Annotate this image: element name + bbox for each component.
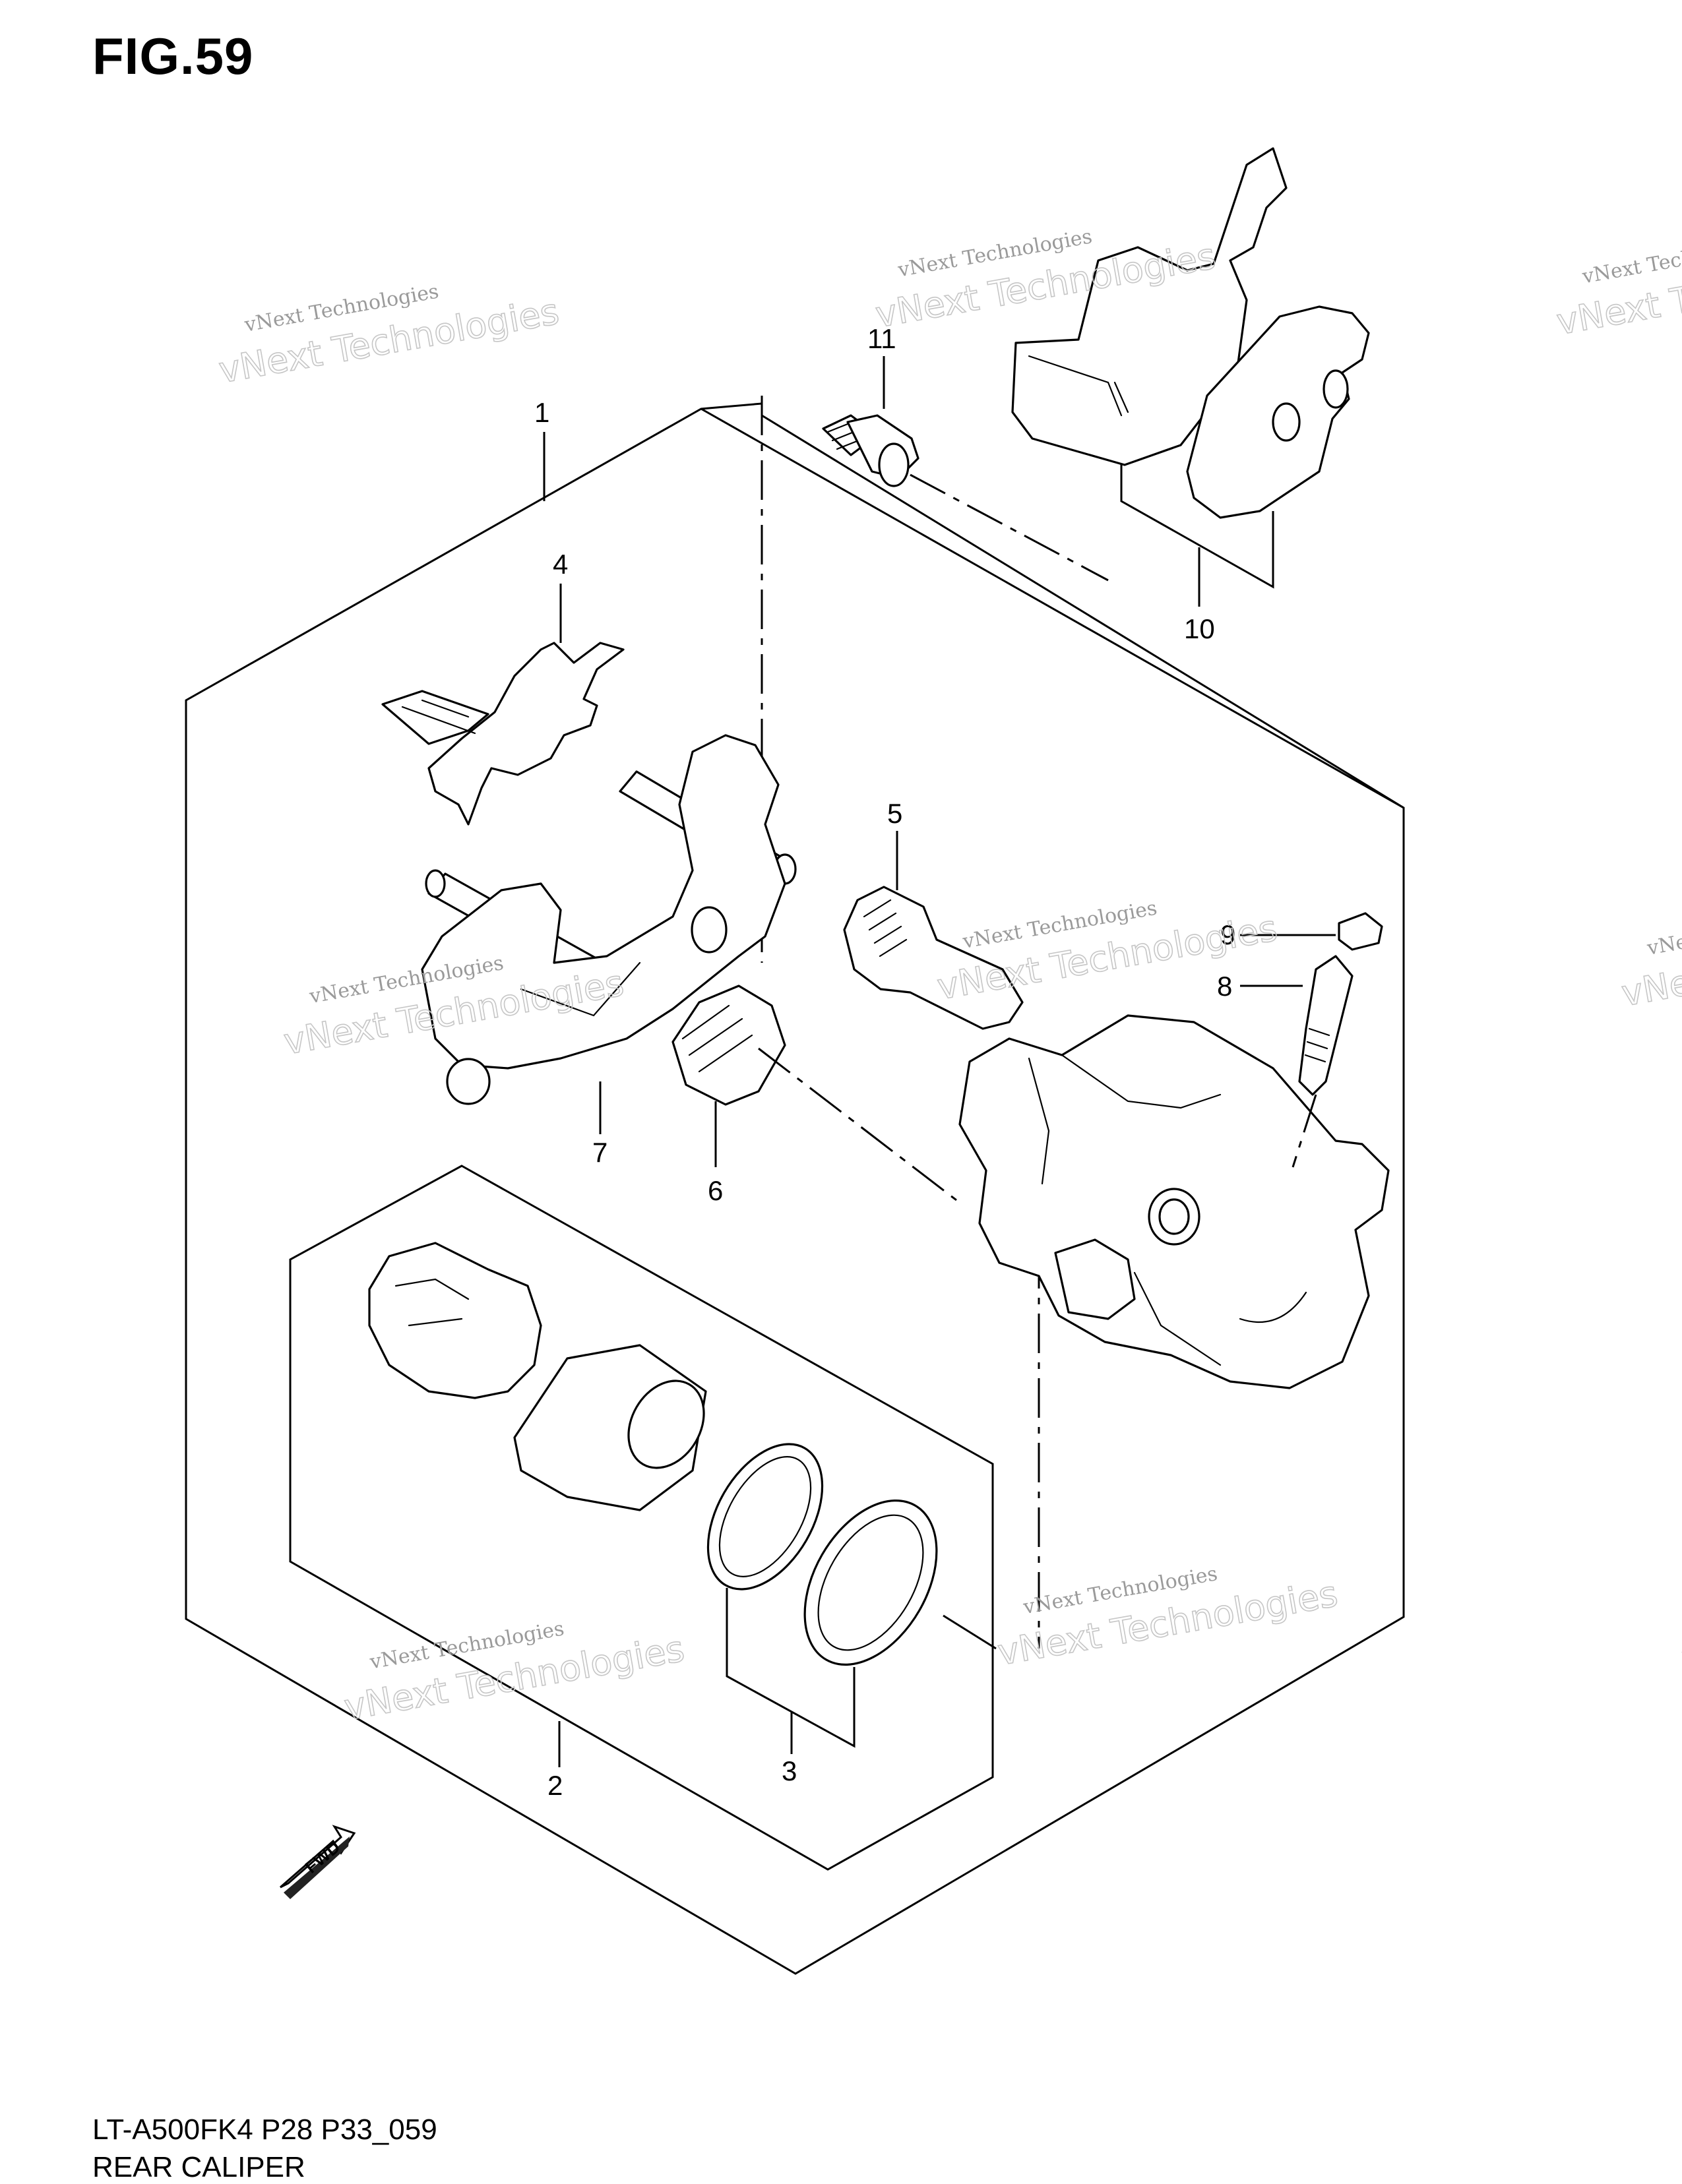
callout-10: 10	[1184, 613, 1215, 644]
callout-9: 9	[1220, 919, 1235, 950]
figure-title: FIG.59	[92, 27, 254, 85]
callout-8: 8	[1217, 971, 1232, 1002]
assembly-outline-2	[289, 1165, 994, 1871]
bleeder-valve-part-8	[1240, 955, 1354, 1096]
callout-2: 2	[547, 1770, 563, 1801]
callout-7: 7	[592, 1137, 607, 1168]
piston-seal	[706, 1443, 824, 1591]
svg-text:vNext Technologies: vNext Technologies	[1580, 231, 1682, 288]
piston-insulator	[368, 1242, 542, 1399]
watermark-bottom-center: vNext Technologies vNext Technologies	[994, 1562, 1341, 1674]
callout-4: 4	[553, 549, 568, 580]
caliper-body	[958, 1014, 1390, 1389]
caliper-bracket-part-7	[421, 734, 797, 1134]
callout-5: 5	[887, 798, 902, 829]
assembly-outline-1	[185, 402, 1405, 1975]
figure-caption: REAR CALIPER	[92, 2151, 305, 2183]
bolt-part-11	[822, 356, 919, 487]
brake-pads-part-10	[1011, 147, 1370, 519]
watermark-top-right: vNext Technologies vNext Technologies	[1553, 231, 1682, 344]
boot-part-6	[671, 985, 786, 1167]
svg-text:vNext Technologies: vNext Technologies	[1679, 1579, 1682, 1680]
callout-3: 3	[782, 1755, 797, 1786]
pad-spring-part-4	[381, 584, 625, 826]
callout-11: 11	[867, 323, 896, 354]
bleeder-cap-part-9	[1240, 912, 1383, 951]
slide-pin-part-5	[843, 831, 1024, 1030]
piston	[513, 1344, 707, 1511]
watermark-bottom-right: vNext Technologies vNext Technologies	[1679, 1579, 1682, 1680]
callout-6: 6	[708, 1175, 723, 1206]
svg-text:vNext Technologies: vNext Technologies	[1619, 914, 1682, 1015]
model-code: LT-A500FK4 P28 P33_059	[92, 2113, 437, 2146]
svg-text:vNext Technologies: vNext Technologies	[1645, 903, 1682, 960]
watermark-mid-right: vNext Technologies vNext Technologies	[1618, 903, 1682, 1016]
fwd-arrow-icon: FWD	[280, 1825, 356, 1899]
dust-seal	[803, 1500, 938, 1666]
callout-1: 1	[534, 397, 549, 428]
watermark-top-left: vNext Technologies vNext Technologies	[215, 280, 562, 392]
